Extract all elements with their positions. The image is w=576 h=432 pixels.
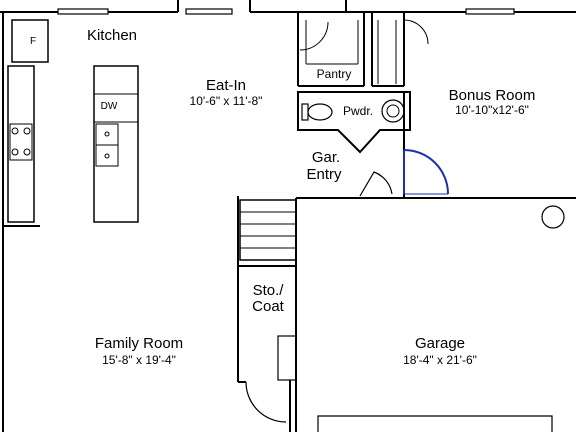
fridge-label: F <box>29 36 37 47</box>
kitchen-wall-counter <box>7 65 35 223</box>
pantry-label: Pantry <box>316 67 352 81</box>
family-room-dims: 15'-8" x 19'-4" <box>102 353 176 367</box>
stairs <box>239 199 297 261</box>
fridge <box>11 19 49 63</box>
range <box>9 123 33 161</box>
bonus-room-dims: 10'-10"x12'-6" <box>455 103 529 117</box>
bonus-door-swing <box>403 149 449 195</box>
powder-room-walls <box>297 91 411 154</box>
garage-entry-label-2: Entry <box>306 166 342 183</box>
storage-door-swing <box>245 381 287 423</box>
storage-coat-label-2: Coat <box>252 298 284 315</box>
kitchen-label: Kitchen <box>86 27 138 44</box>
bonus-room-label: Bonus Room <box>448 87 536 104</box>
window-bonus <box>465 8 515 15</box>
garage-entry-label-1: Gar. <box>311 149 341 166</box>
closet-door-swing <box>403 19 429 45</box>
garage-dims: 18'-4" x 21'-6" <box>403 353 477 367</box>
kitchen-island <box>93 65 139 223</box>
eat-in-dims: 10'-6" x 11'-8" <box>189 94 263 108</box>
window-eat-in <box>185 8 233 15</box>
storage-coat-label-1: Sto./ <box>252 282 284 299</box>
garage-label: Garage <box>414 335 466 352</box>
family-room-label: Family Room <box>94 335 184 352</box>
water-heater <box>541 205 565 229</box>
powder-label: Pwdr. <box>342 104 373 118</box>
garage-door <box>317 415 553 432</box>
pantry-door-swing <box>299 21 329 51</box>
dishwasher-label: DW <box>100 101 118 112</box>
coat-shelf <box>277 335 297 381</box>
toilet <box>307 103 333 121</box>
eat-in-label: Eat-In <box>205 77 247 94</box>
powder-sink <box>381 99 405 123</box>
window-kitchen <box>57 8 109 15</box>
garage-entry-door <box>359 171 393 197</box>
